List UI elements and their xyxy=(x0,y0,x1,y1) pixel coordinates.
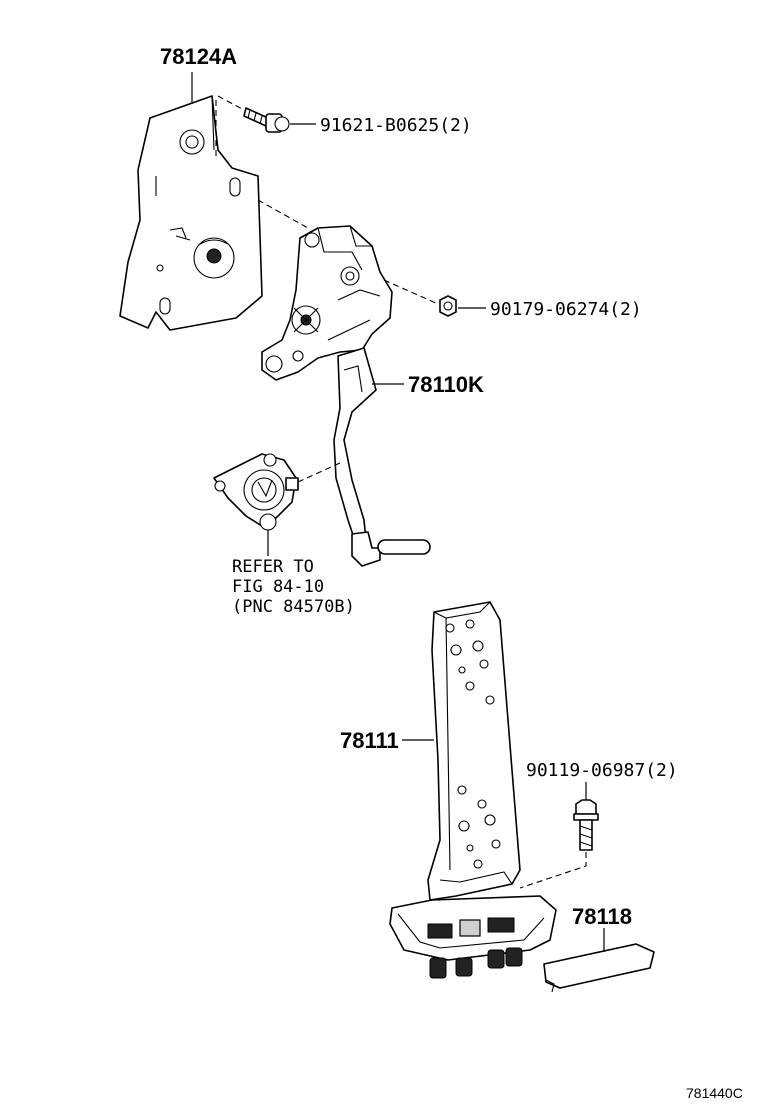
dash-housing-bracket xyxy=(257,199,309,229)
label-78110k: 78110K xyxy=(408,372,484,397)
label-78124a: 78124A xyxy=(160,44,237,69)
dash-sensor xyxy=(297,461,343,483)
dash-bolt-lower xyxy=(519,852,587,889)
sensor-ref-line2: FIG 84-10 xyxy=(232,577,324,597)
bolt-upper xyxy=(243,107,290,133)
label-78118: 78118 xyxy=(572,904,632,929)
label-90119: 90119-06987(2) xyxy=(526,760,678,781)
label-78111: 78111 xyxy=(340,728,399,753)
sensor-ref-line3: (PNC 84570B) xyxy=(232,597,355,617)
pedal-pad-78111 xyxy=(389,601,557,979)
bolt-lower xyxy=(573,799,599,851)
bracket-78124a xyxy=(119,95,263,331)
sensor-ref-line1: REFER TO xyxy=(232,557,314,577)
label-90179: 90179-06274(2) xyxy=(490,299,642,320)
position-sensor xyxy=(213,453,299,531)
cover-78118 xyxy=(543,943,655,993)
nut xyxy=(439,295,457,317)
label-91621: 91621-B0625(2) xyxy=(320,115,472,136)
figure-code: 781440C xyxy=(686,1085,743,1101)
pedal-arm-78110k xyxy=(261,225,431,567)
dash-bolt-upper xyxy=(217,95,245,111)
